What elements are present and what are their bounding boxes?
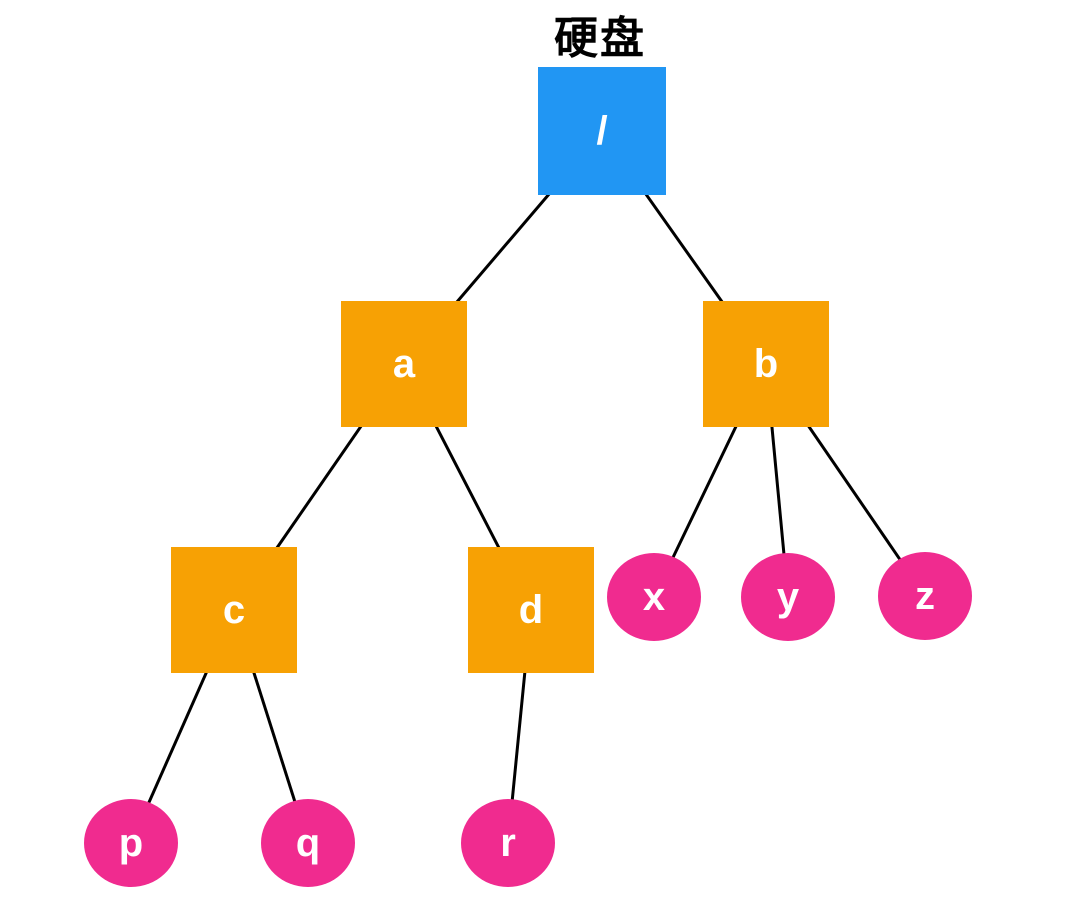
node-b-label: b xyxy=(753,342,779,386)
node-r: r xyxy=(461,799,555,887)
node-y-label: y xyxy=(776,575,800,619)
node-root: / xyxy=(538,67,666,195)
node-a-label: a xyxy=(392,342,416,386)
node-d-label: d xyxy=(518,588,544,632)
node-x-label: x xyxy=(642,575,666,619)
node-q: q xyxy=(261,799,355,887)
node-p-label: p xyxy=(118,821,144,865)
node-a: a xyxy=(341,301,467,427)
node-b: b xyxy=(703,301,829,427)
node-z: z xyxy=(878,552,972,640)
node-r-label: r xyxy=(500,821,516,865)
diagram-title: 硬盘 xyxy=(554,14,646,63)
node-z-label: z xyxy=(915,574,935,618)
node-q-label: q xyxy=(295,821,321,865)
node-c: c xyxy=(171,547,297,673)
node-d: d xyxy=(468,547,594,673)
node-c-label: c xyxy=(222,588,246,632)
node-root-label: / xyxy=(596,109,608,153)
node-p: p xyxy=(84,799,178,887)
node-x: x xyxy=(607,553,701,641)
node-y: y xyxy=(741,553,835,641)
